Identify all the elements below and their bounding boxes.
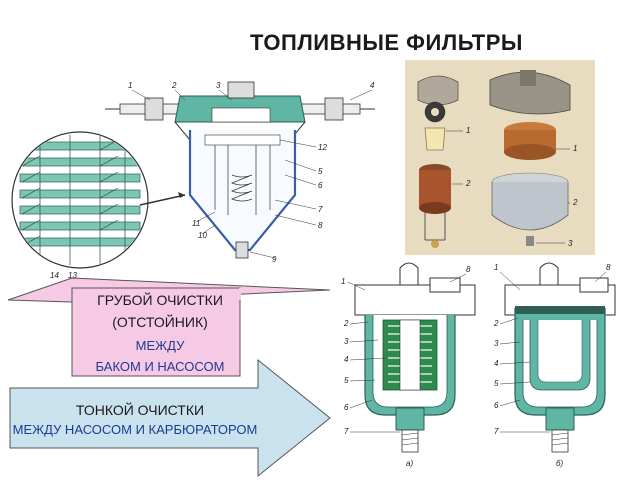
rough-filter-line2: (ОТСТОЙНИК) — [112, 314, 208, 330]
filter-head — [174, 81, 306, 141]
photo-callouts: 1 2 1 2 3 — [446, 126, 578, 248]
callout-10: 10 — [198, 231, 207, 240]
cutaway-b: б) 1 2 3 4 5 6 7 8 — [493, 262, 616, 468]
a-callout-2: 2 — [343, 319, 349, 328]
top-diagram-callouts: 1 2 3 4 5 6 7 8 9 10 11 12 — [128, 81, 375, 264]
b-callout-7: 7 — [494, 427, 499, 436]
a-callout-7: 7 — [344, 427, 349, 436]
rough-filter-arrow — [7, 277, 331, 377]
caption-a: а) — [406, 459, 413, 468]
fuel-filter-photo: 1 2 1 2 3 — [405, 60, 595, 255]
cutaway-b-callouts: 1 2 3 4 5 6 7 8 — [493, 263, 611, 436]
rough-filter-line4: БАКОМ И НАСОСОМ — [95, 359, 225, 374]
a-callout-6: 6 — [344, 403, 349, 412]
rough-filter-line1: ГРУБОЙ ОЧИСТКИ — [97, 292, 223, 308]
a-callout-1: 1 — [341, 277, 345, 286]
callout-7: 7 — [318, 205, 323, 214]
cutaway-a: а) 1 2 3 4 5 6 7 8 — [341, 262, 476, 468]
sediment-bowl — [188, 130, 297, 259]
callout-1: 1 — [128, 81, 132, 90]
cutaway-a-callouts: 1 2 3 4 5 6 7 8 — [341, 265, 471, 436]
coarse-filter-drawing: 14 13 — [11, 81, 375, 280]
fine-filter-line2: МЕЖДУ НАСОСОМ И КАРБЮРАТОРОМ — [12, 422, 258, 437]
b-callout-4: 4 — [494, 359, 499, 368]
a-callout-4: 4 — [344, 355, 349, 364]
rough-filter-line3: МЕЖДУ — [135, 338, 185, 353]
photo-callout-1a: 1 — [466, 126, 470, 135]
callout-6: 6 — [318, 181, 323, 190]
callout-14: 14 — [50, 271, 59, 280]
callout-9: 9 — [272, 255, 277, 264]
photo-left-parts — [417, 75, 459, 248]
b-callout-3: 3 — [494, 339, 499, 348]
page-title: ТОПЛИВНЫЕ ФИЛЬТРЫ — [250, 30, 523, 55]
photo-right-assembly — [489, 70, 571, 246]
callout-13: 13 — [68, 271, 77, 280]
fine-filter-arrow — [9, 358, 331, 478]
mesh-detail-circle: 14 13 — [11, 131, 186, 280]
photo-callout-2b: 2 — [572, 198, 578, 207]
a-callout-8: 8 — [466, 265, 471, 274]
callout-12: 12 — [318, 143, 327, 152]
photo-callout-3: 3 — [568, 239, 573, 248]
callout-3: 3 — [216, 81, 221, 90]
b-callout-1: 1 — [494, 263, 498, 272]
b-callout-6: 6 — [494, 401, 499, 410]
fine-filter-line1: ТОНКОЙ ОЧИСТКИ — [75, 402, 205, 418]
caption-b: б) — [556, 459, 564, 468]
callout-5: 5 — [318, 167, 323, 176]
photo-callout-1b: 1 — [573, 144, 577, 153]
callout-11: 11 — [192, 219, 200, 228]
a-callout-5: 5 — [344, 376, 349, 385]
b-callout-5: 5 — [494, 379, 499, 388]
callout-2: 2 — [171, 81, 177, 90]
callout-4: 4 — [370, 81, 375, 90]
b-callout-2: 2 — [493, 319, 499, 328]
photo-callout-2a: 2 — [465, 179, 471, 188]
fuel-pipes — [105, 97, 375, 121]
a-callout-3: 3 — [344, 337, 349, 346]
callout-8: 8 — [318, 221, 323, 230]
b-callout-8: 8 — [606, 263, 611, 272]
